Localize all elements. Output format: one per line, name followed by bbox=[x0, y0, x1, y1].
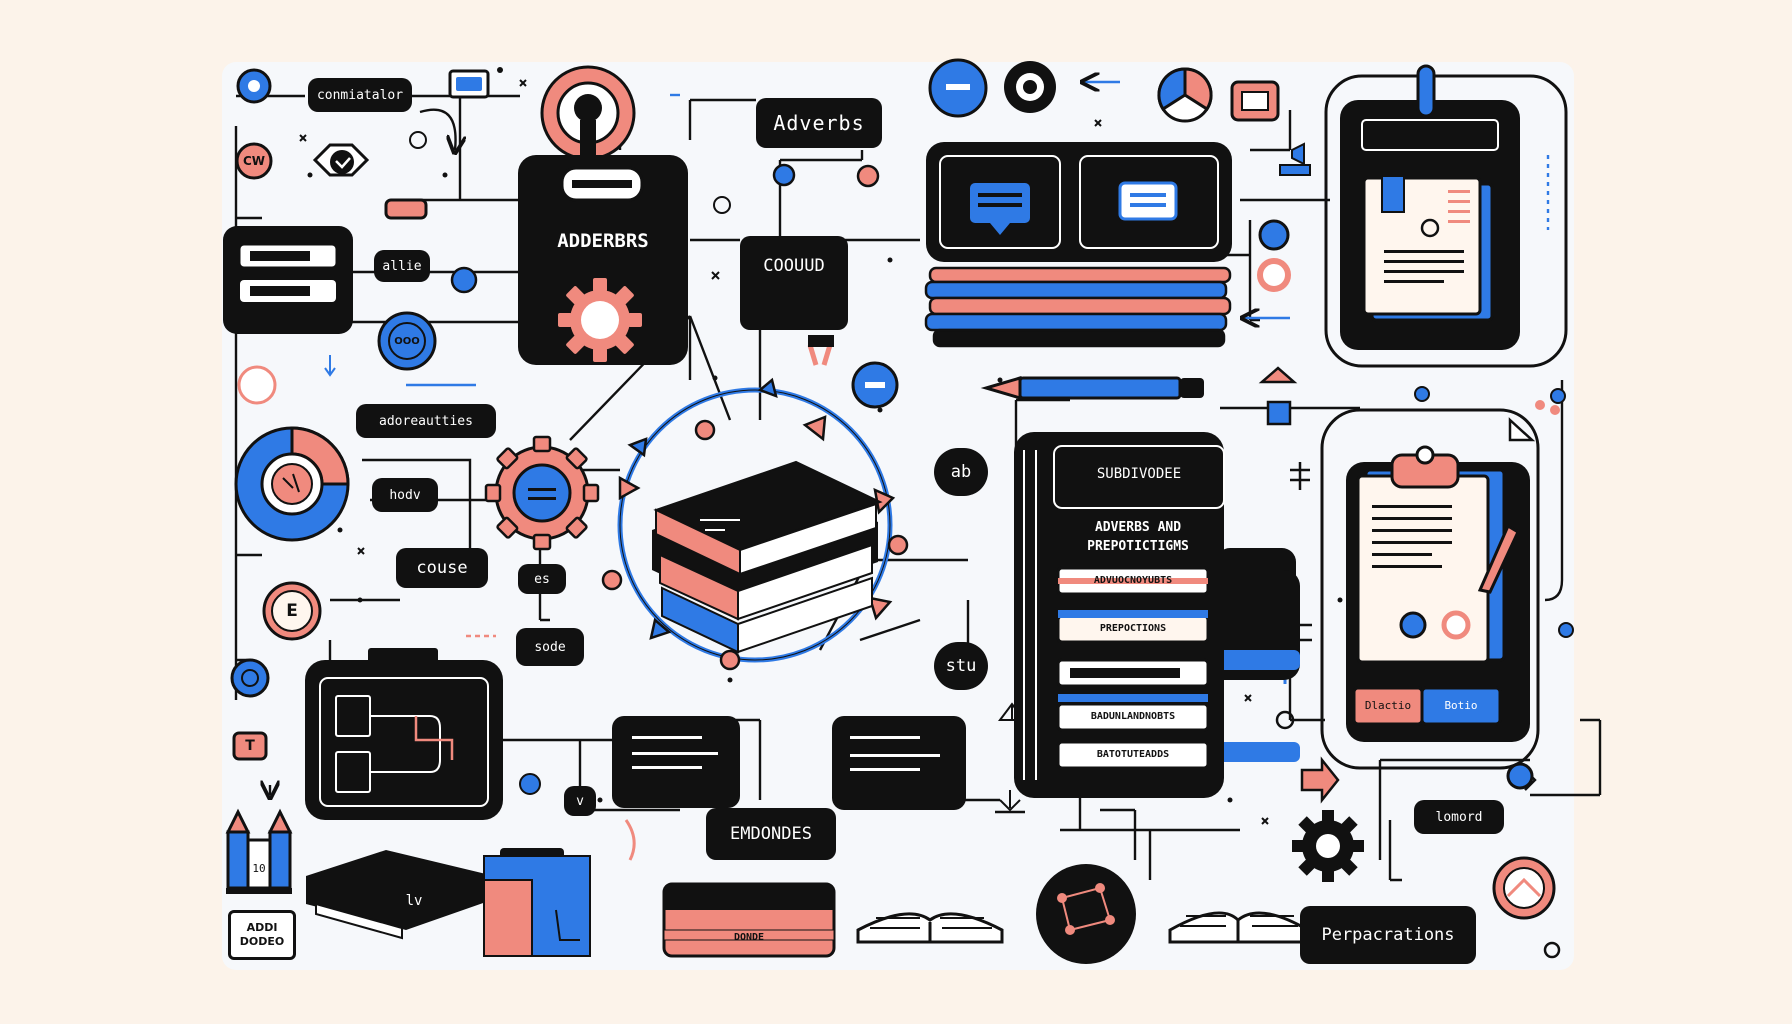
small-box-line1: ADDI bbox=[246, 921, 278, 934]
label-top-left: conmiatalor bbox=[308, 78, 412, 112]
label-stu: stu bbox=[934, 642, 988, 690]
node-icons-left bbox=[235, 68, 490, 405]
book-subtitle: ADVERBS AND PREPOTICTIGMS bbox=[1087, 520, 1189, 554]
coral-stack-label: DONDE bbox=[733, 932, 765, 943]
donut-icon bbox=[234, 426, 350, 542]
label-alle: allie bbox=[374, 250, 430, 282]
label-ab: ab bbox=[934, 448, 988, 496]
pencil-icon bbox=[980, 375, 1204, 401]
note-cards bbox=[612, 716, 966, 810]
book-tab-1: ADVUOCNOYUBTS bbox=[1093, 575, 1173, 586]
pencils-icon bbox=[225, 808, 293, 894]
flowchart-board-icon bbox=[305, 648, 503, 820]
label-sode: sode bbox=[516, 628, 584, 666]
clipboard-icon bbox=[1320, 408, 1540, 770]
pencil-number: 10 bbox=[252, 862, 266, 875]
label-embondes: EMDONDES bbox=[706, 808, 836, 860]
notebook-icon bbox=[1324, 64, 1568, 368]
label-lomord: lomord bbox=[1414, 800, 1504, 834]
letter-t: T bbox=[245, 738, 255, 754]
book-stack-icon bbox=[652, 460, 883, 654]
label-adverbs-top: Adverbs bbox=[756, 98, 882, 148]
adverbs-badge-device bbox=[518, 65, 688, 365]
arrows bbox=[270, 82, 1550, 795]
label-could: COOUUD bbox=[740, 236, 848, 330]
top-icons bbox=[713, 58, 1574, 959]
reference-book-icon bbox=[1014, 432, 1300, 798]
label-es: es bbox=[518, 564, 566, 594]
label-adderbrs: ADDERBRS bbox=[557, 230, 649, 252]
label-adoreautties: adoreautties bbox=[356, 404, 496, 438]
label-lv: lv bbox=[405, 893, 423, 909]
letter-oo: OOO bbox=[394, 335, 420, 347]
book-tab-4: BATOTUTEADDS bbox=[1096, 749, 1170, 760]
label-v: v bbox=[564, 786, 596, 816]
label-hodv: hodv bbox=[372, 478, 438, 512]
letter-cw: CW bbox=[242, 154, 266, 168]
book-tab-2: PREPOCTIONS bbox=[1099, 623, 1167, 634]
letter-circles bbox=[230, 581, 322, 761]
bottom-icons bbox=[306, 773, 1556, 964]
cycle-ring bbox=[601, 377, 909, 671]
list-box-icon bbox=[223, 226, 353, 334]
gear-icon bbox=[484, 435, 600, 551]
small-box-line2: DODEO bbox=[239, 935, 285, 948]
label-perpacrations: Perpacrations bbox=[1300, 906, 1476, 964]
label-could-text: COOUUD bbox=[763, 256, 825, 276]
chat-window-icon bbox=[924, 142, 1232, 348]
letter-e: E bbox=[286, 601, 298, 621]
book-title: SUBDIVODEE bbox=[1096, 466, 1182, 482]
small-box: ADDI DODEO bbox=[228, 910, 296, 960]
clip-chip-left: Dlactio bbox=[1364, 699, 1412, 712]
clip-chip-right: Botio bbox=[1444, 699, 1478, 712]
book-tab-3: BADUNLANDNOBTS bbox=[1090, 711, 1176, 722]
label-couse: couse bbox=[396, 548, 488, 588]
